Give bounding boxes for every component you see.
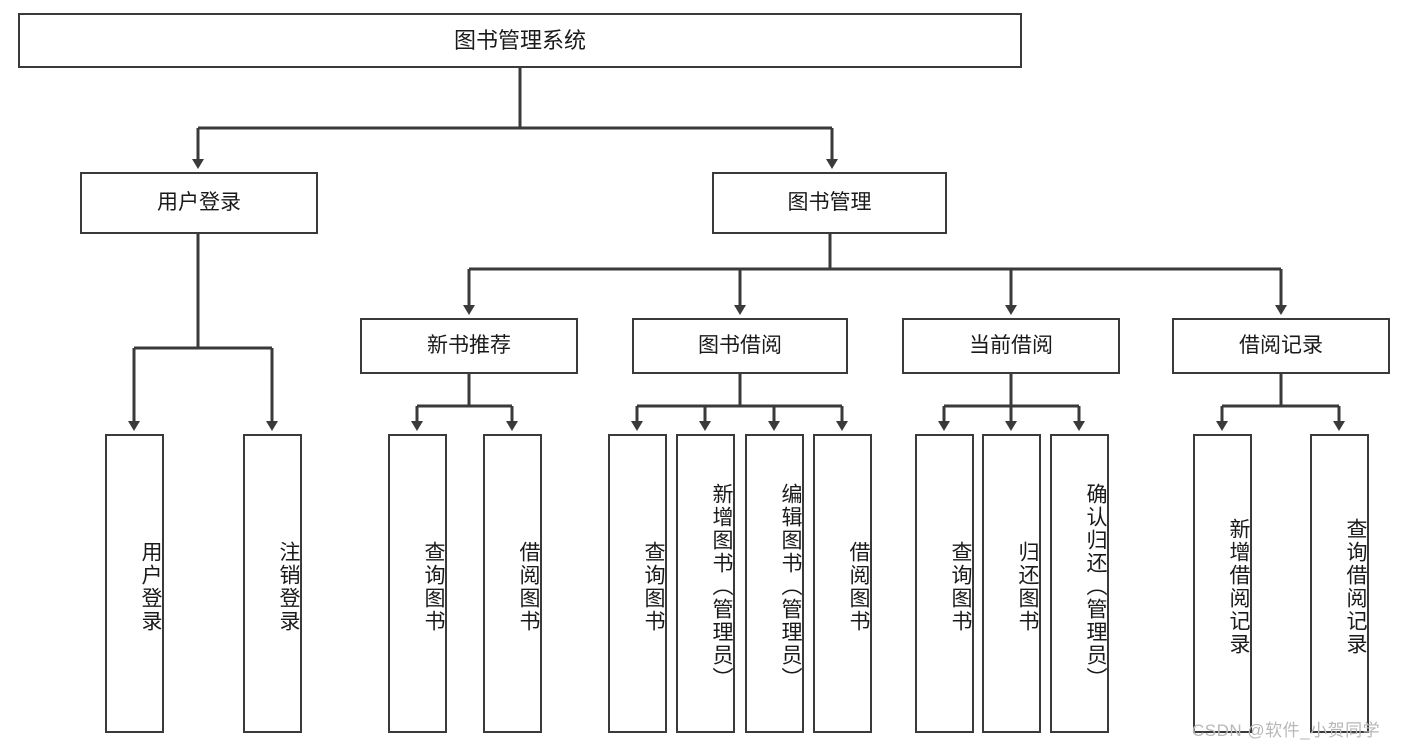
leaf-node[interactable]: 归还图书 [982, 434, 1041, 733]
node-current-borrow[interactable]: 当前借阅 [902, 318, 1120, 374]
leaf-node[interactable]: 编辑图书（管理员） [745, 434, 804, 733]
leaf-node[interactable]: 查询借阅记录 [1310, 434, 1369, 733]
node-book-management-label: 图书管理 [787, 190, 872, 214]
leaf-node[interactable]: 查询图书 [608, 434, 667, 733]
leaf-node[interactable]: 借阅图书 [483, 434, 542, 733]
leaf-node-label: 新增借阅记录 [1227, 517, 1250, 656]
leaf-node[interactable]: 查询图书 [388, 434, 447, 733]
node-new-book-recommend[interactable]: 新书推荐 [360, 318, 578, 374]
node-current-borrow-label: 当前借阅 [969, 333, 1053, 357]
node-user-login[interactable]: 用户登录 [80, 172, 318, 234]
leaf-node[interactable]: 新增图书（管理员） [676, 434, 735, 733]
node-root-label: 图书管理系统 [453, 27, 586, 53]
leaf-node-label: 编辑图书（管理员） [779, 483, 802, 690]
leaf-node-label: 借阅图书 [847, 540, 870, 633]
watermark: CSDN @软件_小贺同学 [1192, 721, 1381, 740]
leaf-node[interactable]: 新增借阅记录 [1193, 434, 1252, 733]
node-borrow-record[interactable]: 借阅记录 [1172, 318, 1390, 374]
node-user-login-label: 用户登录 [157, 190, 241, 214]
leaf-node[interactable]: 查询图书 [915, 434, 974, 733]
leaf-node[interactable]: 借阅图书 [813, 434, 872, 733]
node-book-borrow-label: 图书借阅 [698, 333, 782, 357]
leaf-node[interactable]: 注销登录 [243, 434, 302, 733]
node-new-book-recommend-label: 新书推荐 [427, 333, 511, 357]
leaf-node-label: 确认归还（管理员） [1084, 483, 1107, 690]
leaf-node-label: 查询图书 [949, 540, 972, 633]
leaf-node-label: 查询图书 [642, 540, 665, 633]
node-borrow-record-label: 借阅记录 [1239, 333, 1323, 357]
node-book-borrow[interactable]: 图书借阅 [632, 318, 848, 374]
node-root[interactable]: 图书管理系统 [18, 13, 1022, 68]
leaf-node-label: 借阅图书 [517, 540, 540, 633]
node-book-management[interactable]: 图书管理 [712, 172, 947, 234]
leaf-node-label: 用户登录 [139, 540, 162, 633]
leaf-node-label: 查询借阅记录 [1344, 517, 1367, 656]
leaf-node-label: 新增图书（管理员） [710, 483, 733, 690]
leaf-node-label: 查询图书 [422, 540, 445, 633]
leaf-node[interactable]: 用户登录 [105, 434, 164, 733]
leaf-node-label: 归还图书 [1016, 540, 1039, 633]
leaf-node[interactable]: 确认归还（管理员） [1050, 434, 1109, 733]
leaf-node-label: 注销登录 [277, 540, 300, 633]
